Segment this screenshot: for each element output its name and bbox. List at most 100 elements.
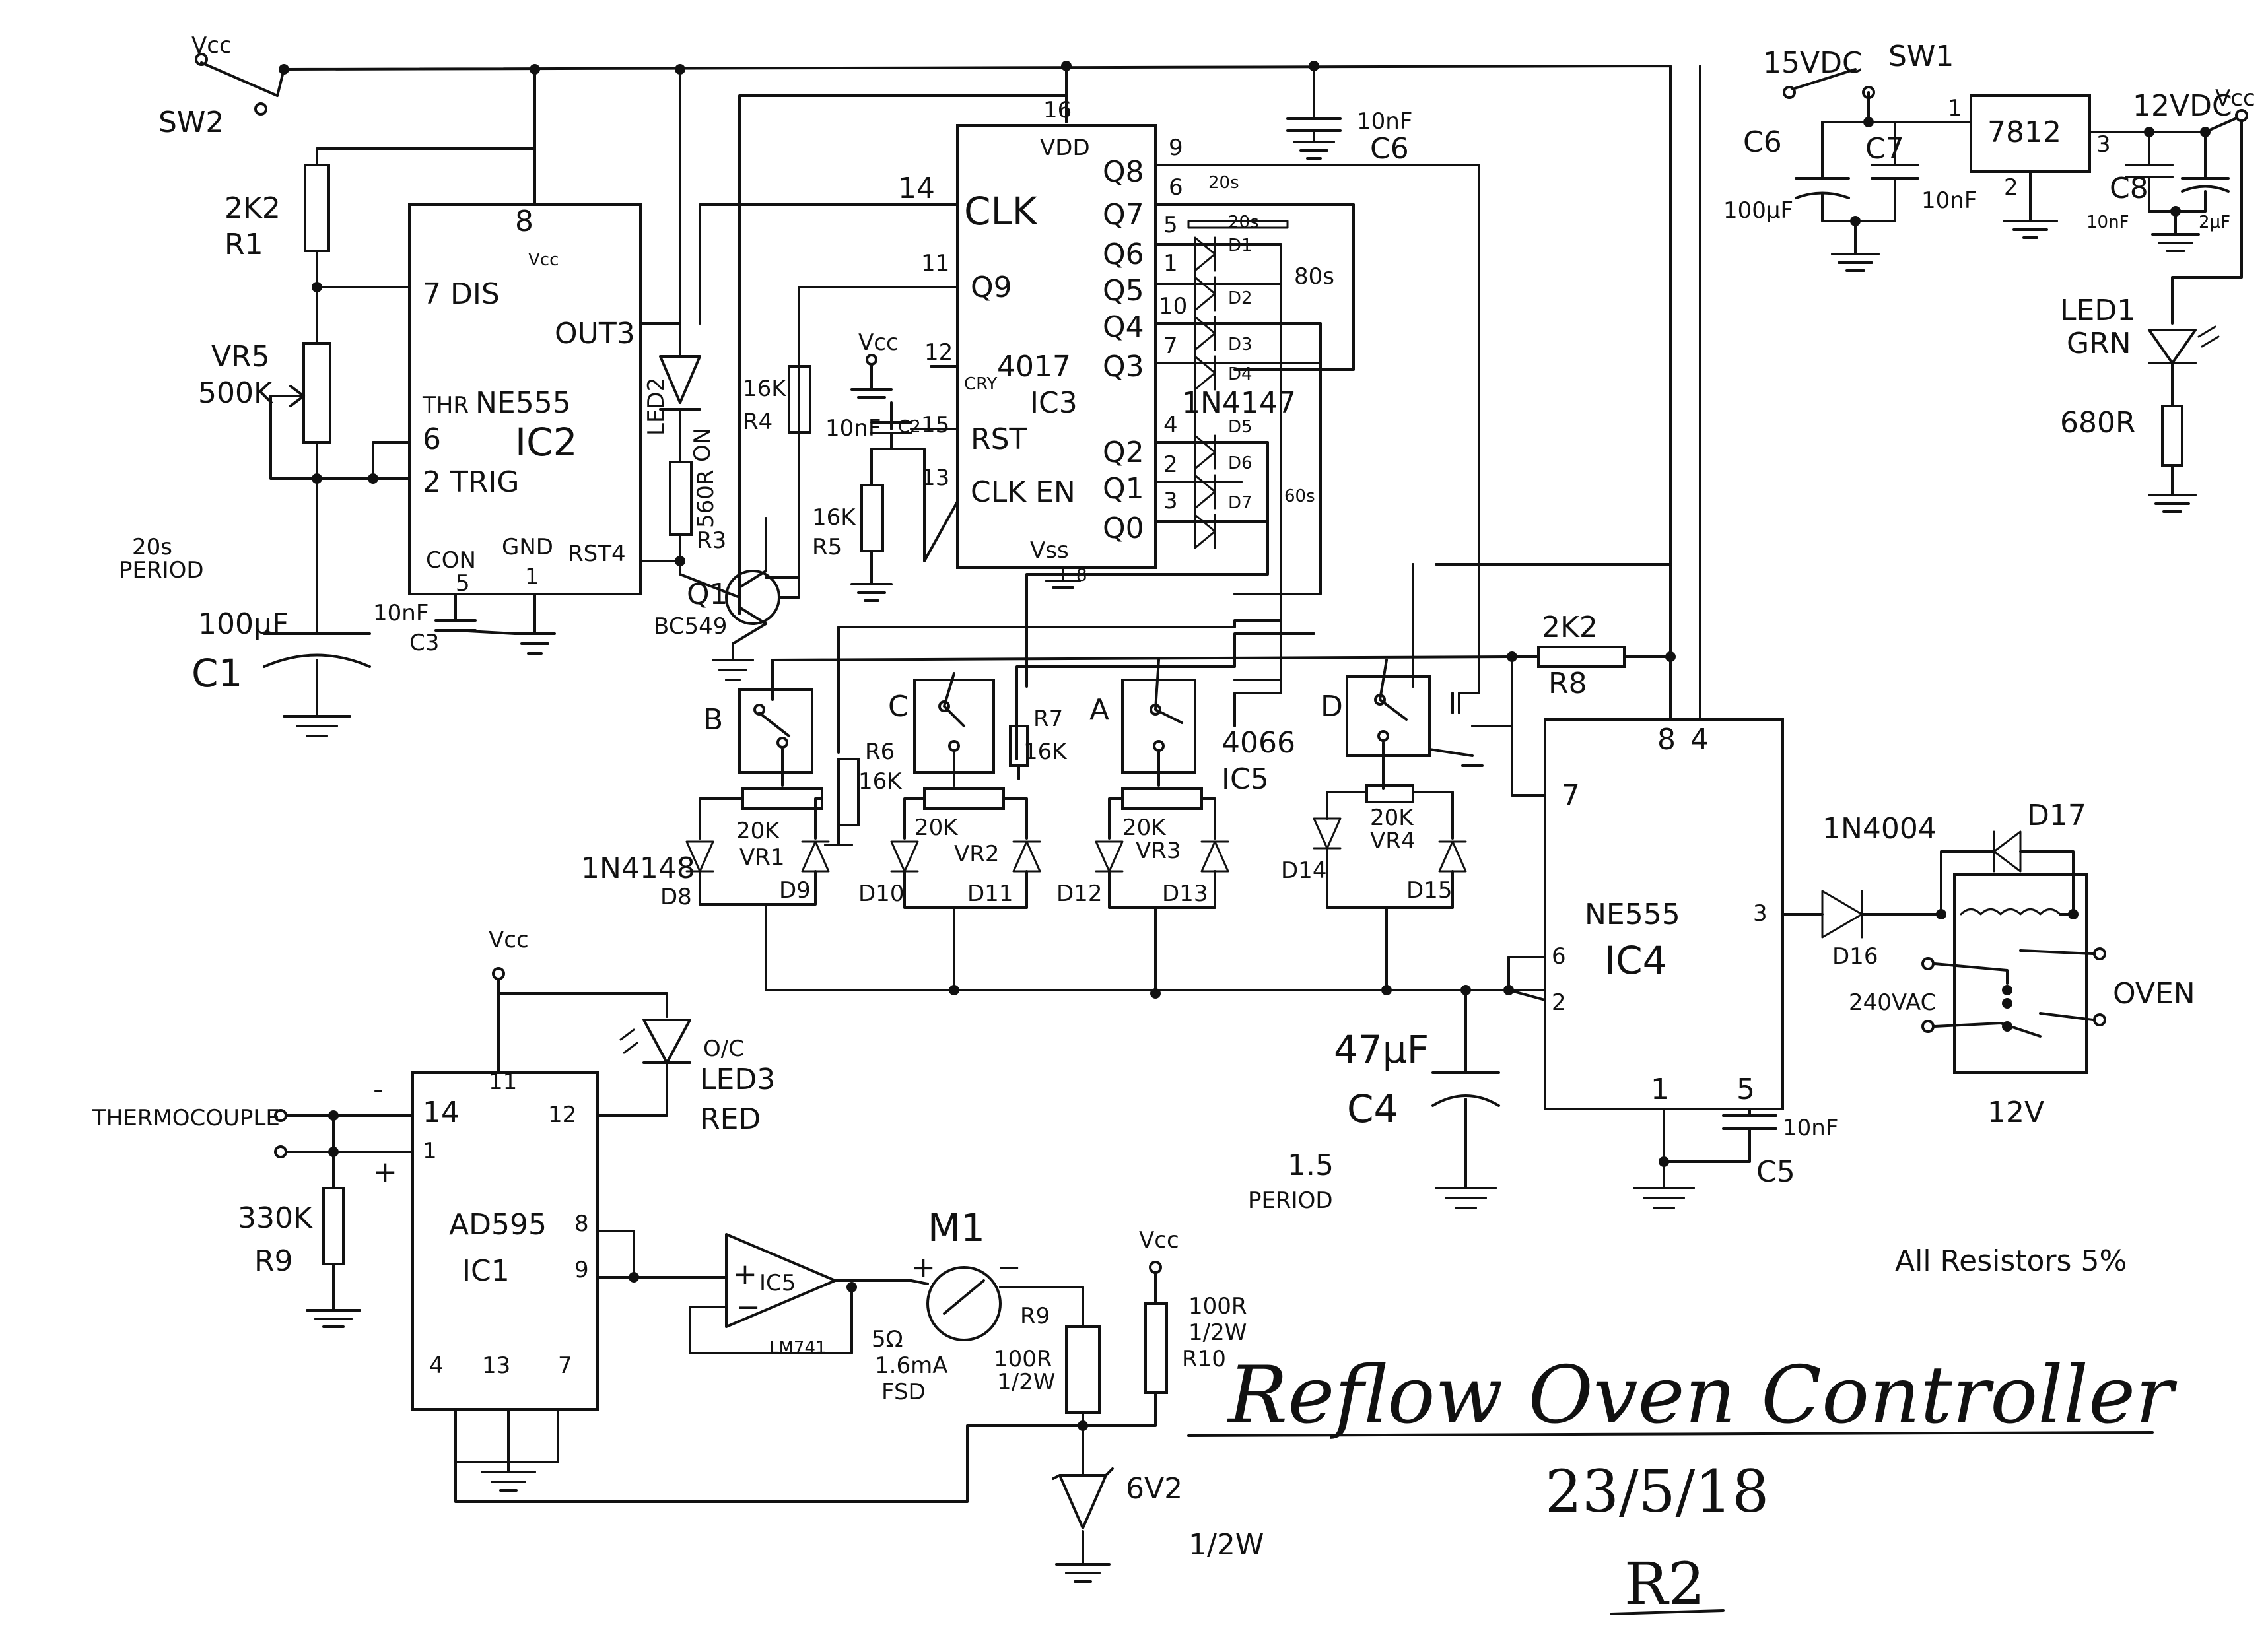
- ic3-q8: Q8: [1103, 155, 1144, 189]
- r3-value: 560R: [693, 469, 719, 528]
- ic1-pin13: 13: [482, 1353, 510, 1379]
- c7-value: 10nF: [1921, 187, 1977, 214]
- ic4-pin3: 3: [1753, 900, 1768, 927]
- ic2-pin1: 1: [525, 564, 539, 590]
- ic3-q3: Q3: [1103, 350, 1144, 384]
- ic1-pin12: 12: [548, 1102, 576, 1128]
- ic3-vdd: VDD: [1040, 135, 1090, 161]
- sw1-label: SW1: [1888, 40, 1954, 73]
- c6-top-label: C6: [1370, 132, 1409, 166]
- r5-value: 16K: [812, 504, 856, 531]
- diode-part: 1N4147: [1182, 386, 1296, 420]
- switch-c: C: [888, 672, 995, 787]
- thermocouple-label: THERMOCOUPLE: [92, 1105, 280, 1131]
- c3-value: 10nF: [373, 600, 429, 626]
- r6-value: 16K: [858, 768, 903, 795]
- ic4-pin7: 7: [1562, 779, 1580, 813]
- meter-vcc: Vcc: [1139, 1227, 1179, 1253]
- sw2-switch: Vcc SW2: [158, 32, 285, 139]
- c4-label: C4: [1347, 1086, 1398, 1131]
- time-q5: 80s: [1294, 263, 1334, 290]
- ic4-ref: IC4: [1604, 938, 1667, 983]
- ic1-name: AD595: [449, 1208, 547, 1242]
- cry-vcc-cap: Vcc: [850, 329, 959, 399]
- vr3-value: 20K: [1122, 815, 1167, 841]
- ic4-period-label: PERIOD: [1248, 1187, 1333, 1214]
- ic3-q5: Q5: [1103, 274, 1144, 308]
- vr4-value: 20K: [1370, 805, 1414, 831]
- r7-value: 16K: [1023, 739, 1068, 765]
- ic4-chip: 8 4 7 NE555 IC4 6 2 3 1 5 10nF C5: [1507, 718, 1838, 1209]
- ic3-q9: Q9: [971, 271, 1012, 304]
- time-q6: 20s: [1228, 213, 1259, 232]
- ic4-pin6: 6: [1552, 943, 1566, 970]
- d15-label: D15: [1406, 877, 1452, 904]
- ic2-pin8: 8: [515, 205, 533, 238]
- d6-label: D6: [1228, 453, 1253, 473]
- ic2-gnd: GND: [502, 534, 553, 560]
- c6-top-value: 10nF: [1357, 108, 1412, 135]
- vr1-value: 20K: [736, 818, 780, 844]
- oven-label: OVEN: [2113, 977, 2195, 1011]
- r9-meter-power: 1/2W: [997, 1369, 1055, 1395]
- ic2-chip: 8 Vcc 7 DIS OUT3 THR NE555 6 IC2 2 TRIG …: [408, 147, 642, 655]
- ic1-pin7: 7: [558, 1353, 572, 1379]
- vr4-pot: 20K VR4 D14 D15: [1281, 784, 1467, 991]
- r10-power: 1/2W: [1188, 1320, 1247, 1346]
- ic4-pin5: 5: [1736, 1073, 1755, 1106]
- tc-plus: +: [373, 1155, 397, 1189]
- ic5-diode-part: 1N4148: [581, 852, 695, 885]
- ic2-con: CON: [426, 547, 476, 574]
- meter-resistors: R9 100R 1/2W Vcc 100R 1/2W R10 6V2 1/2W: [994, 1227, 1264, 1583]
- ic3-clken: CLK EN: [971, 475, 1076, 509]
- regulator: 7812: [1987, 116, 2061, 149]
- ic3-q4-pin: 10: [1159, 293, 1187, 319]
- tc-minus: -: [373, 1073, 384, 1106]
- resistor-note: All Resistors 5%: [1895, 1244, 2127, 1278]
- d12-label: D12: [1056, 881, 1102, 907]
- q1-part: BC549: [654, 613, 727, 640]
- switch-a-label: A: [1089, 693, 1109, 727]
- input-voltage: 15VDC: [1763, 46, 1863, 80]
- ic3-q3-pin: 7: [1163, 333, 1178, 359]
- diagram-date: 23/5/18: [1545, 1457, 1769, 1525]
- c6-decoupling-capacitor: 10nF C6: [1286, 65, 1412, 166]
- switch-b-label: B: [703, 703, 723, 737]
- sw2-label: SW2: [158, 106, 224, 139]
- mains-label: 240VAC: [1849, 989, 1936, 1016]
- led1-color: GRN: [2067, 327, 2131, 360]
- ic3-vss: Vss: [1030, 537, 1069, 564]
- d16-part: 1N4004: [1822, 812, 1937, 846]
- r9-tc-value: 330K: [238, 1201, 313, 1235]
- d5-label: D5: [1228, 417, 1253, 437]
- switch-b: B: [703, 659, 813, 787]
- reg-pin1: 1: [1948, 95, 1962, 121]
- ic3-cry: CRY: [964, 374, 998, 394]
- ic3-q0: Q0: [1103, 512, 1144, 545]
- d2-label: D2: [1228, 288, 1253, 308]
- vr3-label: VR3: [1136, 838, 1181, 864]
- c1-capacitor: 20s PERIOD 100μF C1: [119, 534, 371, 737]
- r4-resistor: 16K R4: [743, 286, 959, 579]
- output-voltage: 12VDC: [2133, 89, 2232, 123]
- ic2-period-label: PERIOD: [119, 557, 204, 584]
- diagram-revision: R2: [1624, 1550, 1705, 1618]
- m1-fsd-label: FSD: [881, 1379, 926, 1405]
- d3-label: D3: [1228, 335, 1253, 354]
- led3-color: RED: [700, 1102, 761, 1136]
- c4-value: 47μF: [1334, 1027, 1429, 1072]
- title-block: Reflow Oven Controller 23/5/18 R2 All Re…: [1187, 1244, 2178, 1618]
- r1-label: R1: [224, 228, 263, 261]
- ic3-q1-pin: 2: [1163, 451, 1178, 478]
- ic4-pin2: 2: [1552, 989, 1566, 1016]
- relay-output: 1N4004 D16 D17 240VAC OVEN 12V: [1781, 799, 2195, 1129]
- reg-pin3: 3: [2096, 131, 2111, 158]
- ic2-vcc: Vcc: [528, 250, 559, 270]
- ic1-pin1: 1: [423, 1138, 437, 1164]
- ic3-outputs: Q8 9 Q7 6 Q6 5 Q5 1 Q4 10 Q3 7 Q2 4 Q1 2…: [1103, 135, 1187, 545]
- c5-label: C5: [1756, 1155, 1795, 1189]
- opamp-part: LM741: [769, 1338, 827, 1358]
- ic3-vcc-label: Vcc: [858, 329, 899, 356]
- r7-label: R7: [1033, 706, 1063, 732]
- ic4-pin8: 8: [1657, 723, 1676, 756]
